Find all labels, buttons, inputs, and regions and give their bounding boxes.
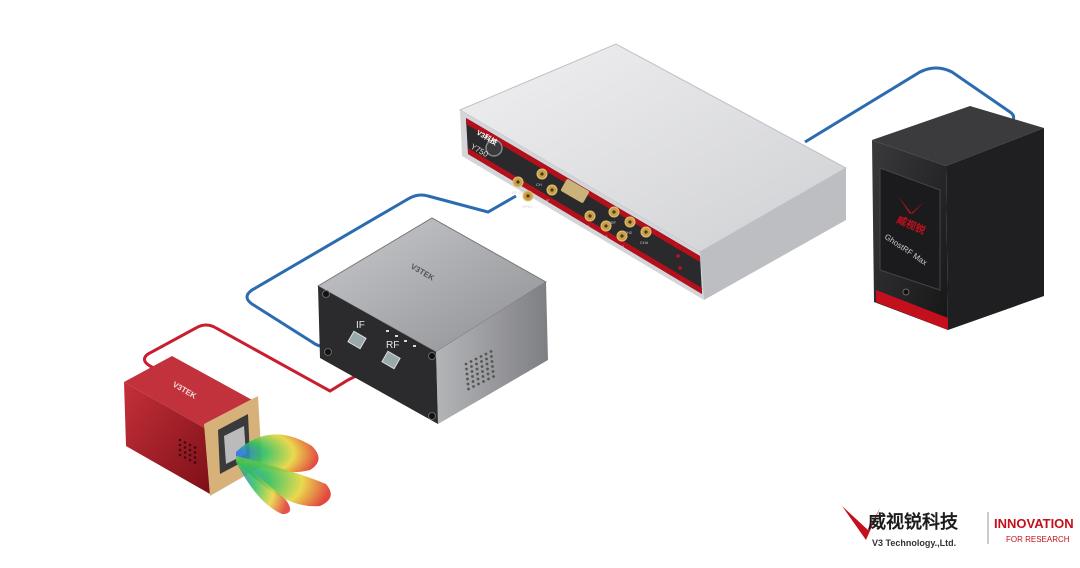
status-led-icon (680, 278, 684, 282)
rf-antenna-head-unit: V3TEK (124, 356, 331, 514)
converter-led-icon (395, 335, 398, 337)
company-slogan: INNOVATION (994, 516, 1074, 531)
gpio-connector-icon (560, 179, 590, 203)
server-to-pc-cable (804, 66, 1016, 144)
rf-port-icon (381, 350, 401, 370)
port-label: CH (536, 182, 542, 187)
company-chinese-name: 威视锐科技 (868, 511, 959, 533)
sma-port-icon (600, 220, 612, 232)
ghostrf-max-computer: 威视锐 GhostRF Max (872, 106, 1044, 330)
port-label: REF (608, 220, 617, 225)
port-label: CH4 (640, 240, 649, 245)
v3-company-logo-icon (842, 506, 880, 540)
sma-port-icon (608, 206, 620, 218)
converter-led-icon (413, 345, 416, 347)
port-label: CH2 (624, 230, 633, 235)
port-label: GPIO (522, 204, 532, 209)
sma-port-icon (512, 176, 524, 188)
sma-port-icon (584, 210, 596, 222)
sma-port-icon (546, 184, 558, 196)
if-port-label: IF (356, 320, 365, 331)
sma-port-icon (522, 190, 534, 202)
port-label: RF CH (512, 190, 524, 195)
port-label: LO (584, 224, 589, 229)
sma-port-icon (640, 226, 652, 238)
port-label: CH1 (600, 234, 609, 239)
sma-port-icon (624, 216, 636, 228)
if-rf-converter-unit: V3TEK IF RF (317, 217, 548, 424)
company-english-name: V3 Technology.,Ltd. (872, 538, 956, 548)
pc-power-button-icon[interactable] (902, 288, 910, 296)
rf-port-label: RF (386, 340, 399, 351)
sma-port-icon (536, 168, 548, 180)
port-label: CH3 (616, 244, 625, 249)
status-led-icon (676, 254, 680, 258)
radiation-pattern-icon (236, 434, 331, 514)
status-led-icon (674, 242, 678, 246)
converter-led-icon (404, 340, 407, 342)
company-slogan-sub: FOR RESEARCH (1006, 535, 1070, 544)
port-label: IF (546, 198, 550, 203)
company-watermark: 威视锐科技 V3 Technology.,Ltd. INNOVATION FOR… (842, 506, 1074, 548)
converter-led-icon (386, 330, 389, 332)
if-port-icon (347, 330, 367, 350)
sma-port-icon (616, 230, 628, 242)
status-led-icon (678, 266, 682, 270)
converter-vent-grille-icon (464, 350, 495, 391)
power-knob-icon[interactable] (485, 139, 503, 157)
head-vent-grille-icon (178, 438, 197, 464)
